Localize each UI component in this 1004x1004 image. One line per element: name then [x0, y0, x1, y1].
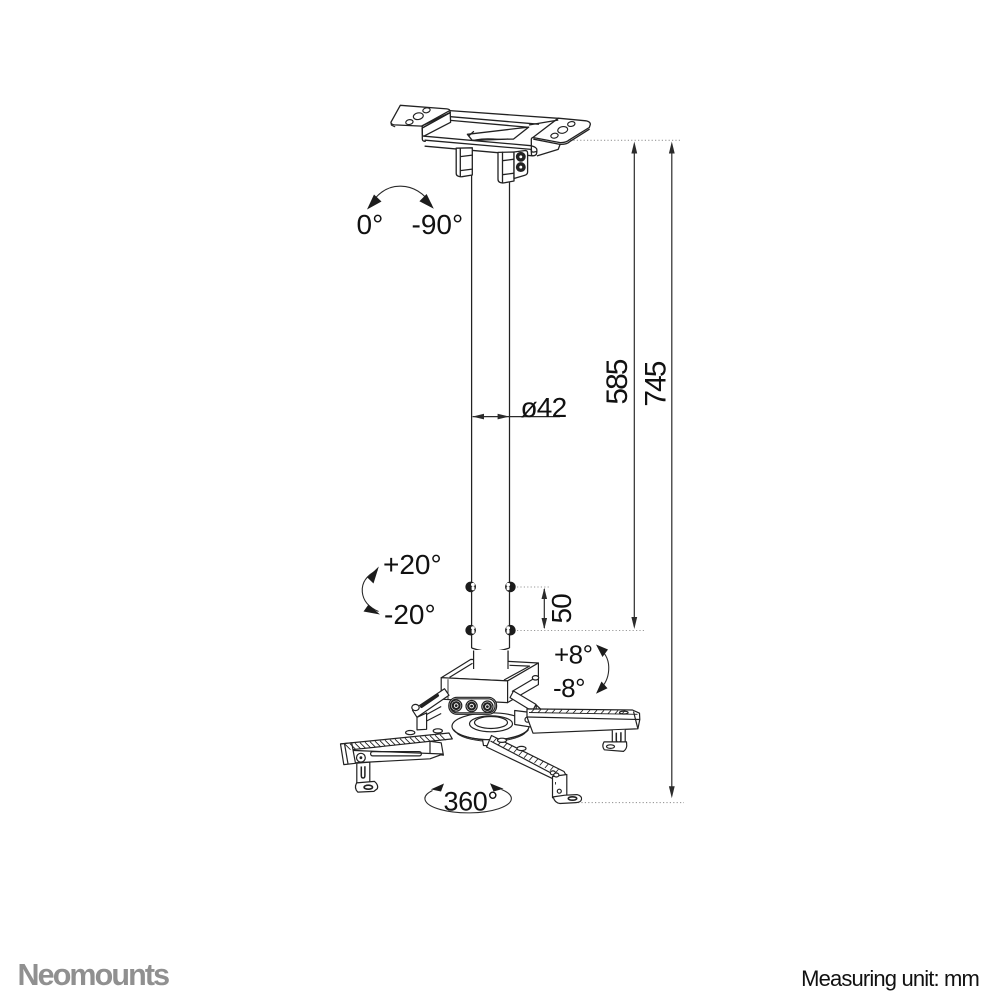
- svg-text:585: 585: [601, 359, 634, 404]
- svg-text:ø42: ø42: [521, 392, 567, 423]
- svg-text:0°: 0°: [357, 209, 384, 240]
- svg-text:50: 50: [546, 594, 577, 624]
- svg-text:+8°: +8°: [554, 640, 593, 670]
- svg-text:Neomounts: Neomounts: [18, 958, 170, 992]
- svg-text:Measuring unit: mm: Measuring unit: mm: [801, 966, 979, 991]
- svg-text:360°: 360°: [444, 787, 498, 817]
- svg-text:+20°: +20°: [383, 549, 442, 580]
- svg-text:745: 745: [640, 361, 673, 406]
- svg-text:-20°: -20°: [384, 599, 436, 630]
- svg-text:-90°: -90°: [412, 209, 464, 240]
- svg-text:-8°: -8°: [553, 673, 585, 703]
